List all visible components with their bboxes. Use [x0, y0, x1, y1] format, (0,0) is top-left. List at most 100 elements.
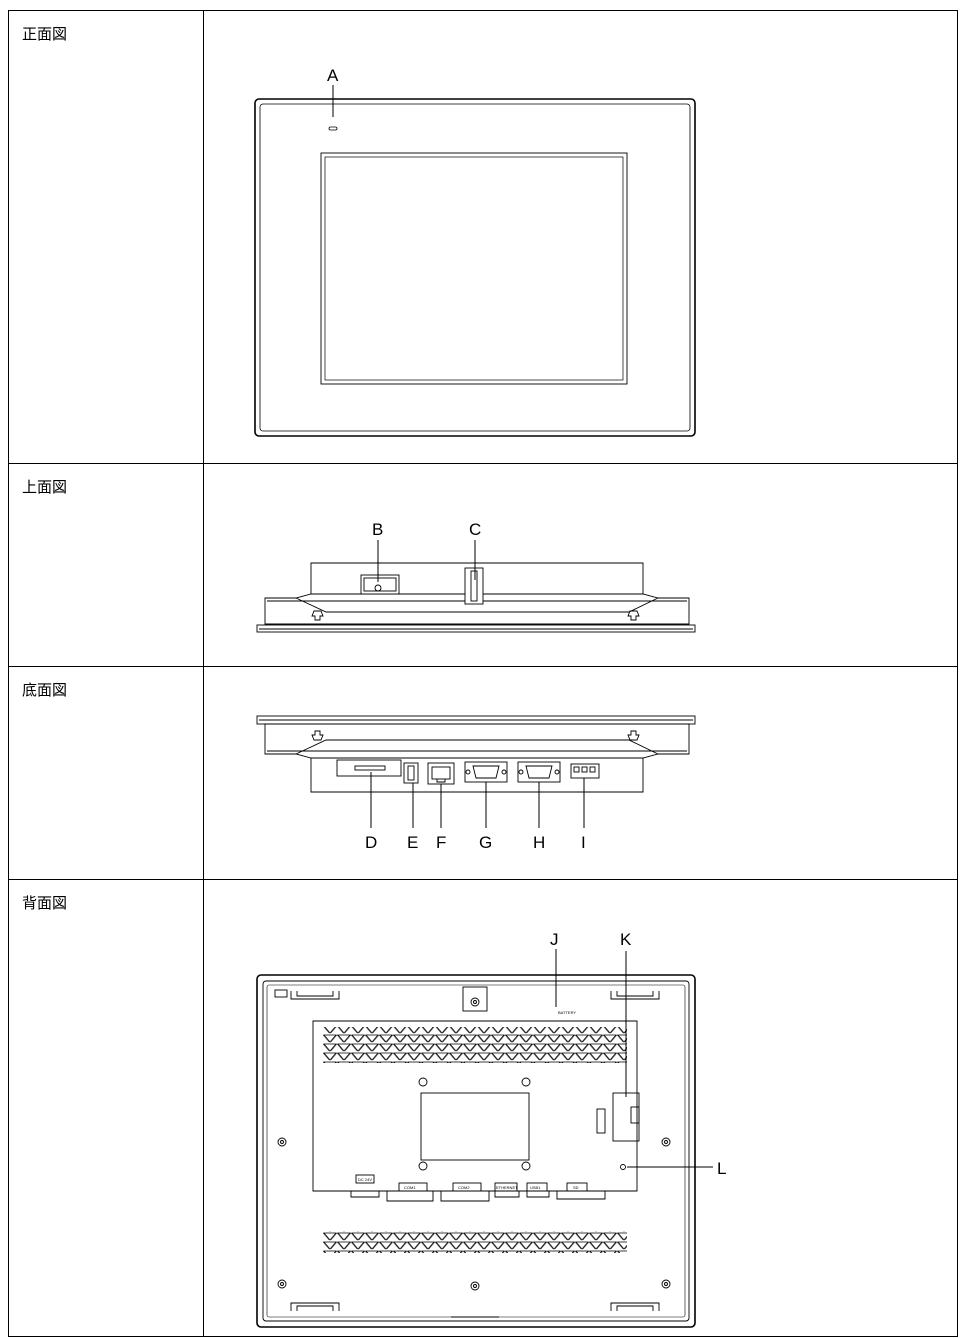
- ground-symbol-plate: [274, 989, 288, 998]
- top-view-figure: B C: [204, 464, 957, 666]
- bottom-rear-housing: [310, 758, 644, 793]
- com1-screw-left: [465, 769, 471, 775]
- callout-d: D: [365, 833, 377, 852]
- screw-bottom-right: [661, 1279, 671, 1289]
- top-view-drawing: B C: [256, 520, 696, 633]
- side-slot: [596, 1108, 606, 1134]
- screw-bottom-center: [470, 1281, 480, 1291]
- top-bezel-plate: [256, 624, 696, 633]
- ethernet-port-tab: [436, 779, 446, 783]
- display-frame: [320, 152, 628, 385]
- bottom-clip-left: [311, 730, 324, 741]
- ethernet-marking: ETHERNET: [496, 1185, 518, 1190]
- rear-view-drawing: BATTERY DC 24V COM1 COM2 ETHERNET USB1 S…: [256, 930, 726, 1328]
- top-clamp: [464, 567, 484, 605]
- power-pin-1: [573, 766, 580, 773]
- callout-l: L: [717, 1159, 726, 1178]
- views-table: 正面図 A 上面図: [8, 10, 958, 1337]
- callout-k: K: [620, 930, 632, 949]
- sd-card-slot-opening: [354, 765, 386, 771]
- screw-right-mid: [661, 1137, 671, 1147]
- vent-grille-lower: [323, 1231, 627, 1253]
- top-clip-right: [627, 610, 640, 621]
- bracket-slot-bottom-right: [610, 1302, 660, 1311]
- com2-port: [517, 761, 561, 783]
- label-plate-usb1: [526, 1182, 548, 1192]
- com1-marking: COM1: [404, 1185, 416, 1190]
- rear-bottom-connectors: [350, 1191, 606, 1202]
- callout-c: C: [469, 520, 481, 539]
- sd-card-slot: [336, 759, 402, 777]
- screw-bottom-center-core: [473, 1284, 477, 1288]
- screw-left-mid: [277, 1137, 287, 1147]
- rear-view-row: 背面図: [9, 879, 957, 1336]
- label-plate-sd: [566, 1182, 588, 1192]
- top-housing-body: [264, 593, 690, 625]
- rear-top-clamp: [462, 986, 488, 1012]
- usb-port: [403, 762, 419, 784]
- rear-frame-outer: [256, 974, 696, 1328]
- bottom-chamfer: [295, 739, 659, 755]
- top-clamp-inner: [470, 570, 478, 602]
- callout-b: B: [372, 520, 383, 539]
- rear-frame-inner: [262, 980, 690, 1322]
- reset-hole: [620, 1164, 626, 1170]
- bottom-housing-body: [264, 723, 690, 759]
- callout-j: J: [550, 930, 559, 949]
- status-led: [328, 126, 338, 131]
- mount-hole-4: [521, 1161, 531, 1171]
- top-clip-left: [311, 610, 324, 621]
- screw-bottom-right-core: [664, 1282, 668, 1286]
- power-pin-3: [589, 766, 596, 773]
- screw-bottom-left-core: [280, 1282, 284, 1286]
- screw-left-mid-core: [280, 1140, 284, 1144]
- bottom-view-drawing: D E F G H I: [256, 715, 696, 852]
- power-pin-2: [581, 766, 588, 773]
- rear-view-label: 背面図: [9, 880, 204, 1336]
- com1-screw-right: [501, 769, 507, 775]
- front-view-figure: A: [204, 11, 957, 463]
- mount-hole-2: [521, 1077, 531, 1087]
- dc24v-marking: DC 24V: [358, 1177, 372, 1182]
- bracket-slot-top-left: [290, 991, 340, 1000]
- battery-cover: [612, 1092, 640, 1142]
- top-view-row: 上面図: [9, 463, 957, 666]
- screw-right-mid-core: [664, 1140, 668, 1144]
- ethernet-port-inner: [431, 766, 451, 780]
- front-view-row: 正面図 A: [9, 11, 957, 463]
- com2-marking: COM2: [458, 1185, 470, 1190]
- display-screen: [324, 156, 624, 381]
- top-rear-housing: [310, 562, 644, 594]
- sd-marking: SD: [573, 1185, 579, 1190]
- top-cover-inner: [363, 577, 397, 592]
- com2-port-dsub: [525, 765, 553, 779]
- com2-screw-left: [518, 769, 524, 775]
- com1-port-dsub: [472, 765, 500, 779]
- label-plate-com2: [452, 1182, 482, 1192]
- usb1-marking: USB1: [530, 1185, 541, 1190]
- label-plate-ethernet: [494, 1182, 518, 1192]
- mount-hole-3: [418, 1161, 428, 1171]
- top-view-label: 上面図: [9, 464, 204, 666]
- top-cover: [360, 574, 400, 595]
- top-cover-screw: [374, 584, 382, 592]
- callout-e: E: [407, 833, 418, 852]
- rear-top-clamp-screw-core: [473, 1000, 477, 1004]
- front-view-label: 正面図: [9, 11, 204, 463]
- top-chamfer-left: [295, 597, 659, 613]
- front-bezel-outer: [254, 98, 696, 437]
- rear-housing: [312, 1020, 638, 1192]
- com2-screw-right: [554, 769, 560, 775]
- bottom-clip-right: [627, 730, 640, 741]
- front-bezel-inner: [259, 103, 691, 432]
- bottom-view-row: 底面図: [9, 666, 957, 879]
- vesa-plate: [420, 1092, 530, 1161]
- battery-marking: BATTERY: [558, 1010, 576, 1015]
- bottom-view-label: 底面図: [9, 667, 204, 879]
- rear-view-figure: BATTERY DC 24V COM1 COM2 ETHERNET USB1 S…: [204, 880, 957, 1336]
- battery-cover-tab: [630, 1106, 640, 1124]
- com1-port: [464, 761, 508, 783]
- callout-i: I: [581, 833, 586, 852]
- callout-h: H: [533, 833, 545, 852]
- usb-port-inner: [407, 765, 415, 781]
